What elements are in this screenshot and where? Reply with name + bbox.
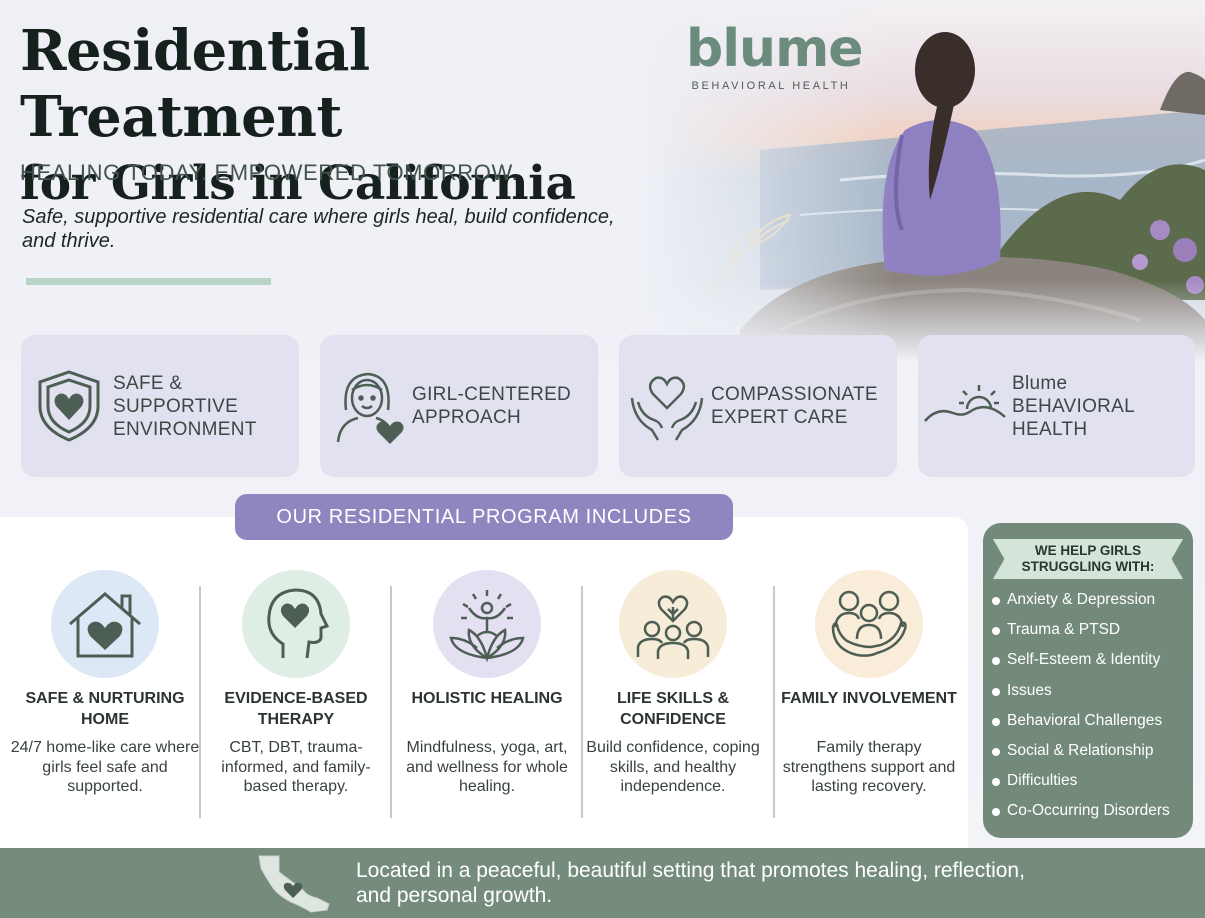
title-line-1: Residential Treatment [20, 18, 370, 150]
program-item-life-skills: LIFE SKILLS & CONFIDENCE Build confidenc… [578, 570, 768, 797]
program-item-title: FAMILY INVOLVEMENT [781, 690, 957, 707]
program-item-title: LIFE SKILLS & CONFIDENCE [617, 690, 729, 728]
program-item-title: EVIDENCE-BASED THERAPY [224, 690, 368, 728]
struggles-list-item: Self-Esteem & Identity [992, 651, 1192, 681]
program-divider [390, 586, 392, 818]
struggles-list-item: Co-Occurring Disorders [992, 802, 1192, 832]
feature-card-blume: Blume BEHAVIORAL HEALTH [918, 335, 1195, 477]
struggles-list-item: Anxiety & Depression [992, 591, 1192, 621]
intro-text: Safe, supportive residential care where … [22, 206, 615, 252]
title-line-2: for Girls in California [20, 156, 576, 211]
family-hug-icon [815, 570, 923, 678]
feature-card-girl-centered: GIRL-CENTERED APPROACH [320, 335, 598, 477]
struggles-list-item: Behavioral Challenges [992, 712, 1192, 742]
california-heart-icon [255, 852, 335, 914]
feature-label: SAFE & SUPPORTIVE ENVIRONMENT [113, 372, 257, 440]
girl-heart-icon [328, 366, 408, 446]
group-heart-icon [619, 570, 727, 678]
tagline: HEALING TODAY. EMPOWERED TOMORROW. [20, 160, 519, 185]
struggles-list-item: Trauma & PTSD [992, 621, 1192, 651]
head-heart-icon [242, 570, 350, 678]
program-item-title: SAFE & NURTURING HOME [25, 690, 185, 728]
program-divider [581, 586, 583, 818]
hands-heart-icon [627, 366, 707, 446]
struggles-list-item: Difficulties [992, 772, 1192, 802]
struggles-heading: WE HELP GIRLS STRUGGLING WITH: [993, 539, 1183, 579]
feature-label: Blume BEHAVIORAL HEALTH [1012, 372, 1135, 440]
struggles-list-item: Issues [992, 682, 1192, 712]
page-title: Residential Treatment for Girls in Calif… [20, 18, 660, 218]
feature-label: GIRL-CENTERED APPROACH [412, 384, 572, 428]
program-heading: OUR RESIDENTIAL PROGRAM INCLUDES [235, 494, 733, 540]
footer-bar: Located in a peaceful, beautiful setting… [0, 848, 1205, 918]
logo-subtitle: BEHAVIORAL HEALTH [691, 80, 851, 92]
hero-photo [640, 0, 1205, 360]
house-heart-icon [51, 570, 159, 678]
feature-label: COMPASSIONATE EXPERT CARE [711, 384, 878, 428]
program-item-title: HOLISTIC HEALING [411, 690, 563, 707]
sunrise-icon [922, 366, 1008, 446]
struggles-list-item: Social & Relationship [992, 742, 1192, 772]
footer-text: Located in a peaceful, beautiful setting… [356, 859, 1025, 907]
logo-wordmark: blume [686, 19, 864, 79]
feature-card-compassionate: COMPASSIONATE EXPERT CARE [619, 335, 897, 477]
struggles-list: Anxiety & Depression Trauma & PTSD Self-… [992, 591, 1192, 833]
feature-card-safe: SAFE & SUPPORTIVE ENVIRONMENT [21, 335, 299, 477]
program-item-desc: 24/7 home-like care where girls feel saf… [10, 739, 200, 795]
program-item-home: SAFE & NURTURING HOME 24/7 home-like car… [10, 570, 200, 797]
program-divider [199, 586, 201, 818]
program-item-desc: Family therapy strengthens support and l… [782, 739, 956, 795]
struggles-panel: WE HELP GIRLS STRUGGLING WITH: Anxiety &… [983, 523, 1193, 838]
blume-logo: blume BEHAVIORAL HEALTH [686, 19, 864, 92]
program-item-desc: Build confidence, coping skills, and hea… [586, 739, 760, 795]
program-divider [773, 586, 775, 818]
lotus-figure-icon [433, 570, 541, 678]
program-item-family: FAMILY INVOLVEMENT Family therapy streng… [774, 570, 964, 797]
shield-heart-icon [29, 366, 109, 446]
program-item-desc: CBT, DBT, trauma-informed, and family-ba… [221, 739, 371, 795]
program-item-holistic: HOLISTIC HEALING Mindfulness, yoga, art,… [392, 570, 582, 797]
program-item-therapy: EVIDENCE-BASED THERAPY CBT, DBT, trauma-… [201, 570, 391, 797]
accent-divider [26, 278, 271, 285]
program-item-desc: Mindfulness, yoga, art, and wellness for… [406, 739, 568, 795]
